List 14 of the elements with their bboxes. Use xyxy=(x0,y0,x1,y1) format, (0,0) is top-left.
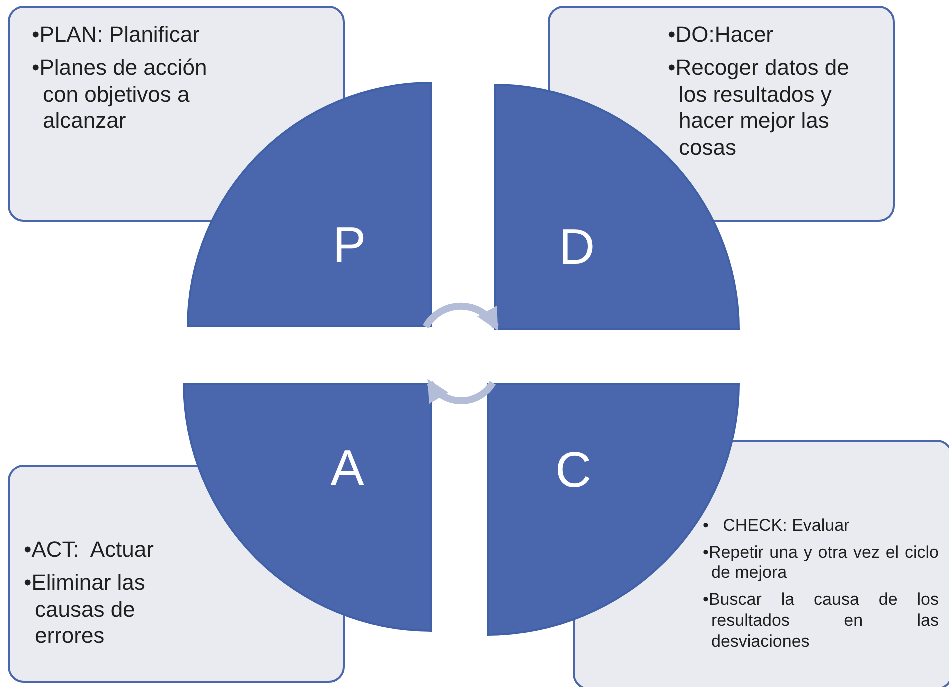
bullet-text: •Eliminar las causas de errores xyxy=(24,570,146,650)
curved-arrow xyxy=(423,302,499,331)
phase-heading: •ACT: Actuar xyxy=(24,537,155,564)
bullet-text: •Buscar la causa de los resultados en las desviaciones xyxy=(703,590,939,652)
phase-letter: C xyxy=(555,444,592,494)
phase-heading: • CHECK: Evaluar xyxy=(703,516,851,537)
phase-heading: •DO:Hacer xyxy=(668,22,774,49)
phase-letter: A xyxy=(330,442,364,492)
bullet-text: •Planes de acción con objetivos a alcanzar xyxy=(32,54,208,136)
phase-letter: D xyxy=(558,222,596,272)
phase-heading: •PLAN: Planificar xyxy=(32,22,201,49)
bullet-text: •Recoger datos de los resultados y hacer mejor las cosas xyxy=(668,54,850,162)
phase-letter: P xyxy=(332,220,366,270)
bullet-text: •Repetir una y otra vez el ciclo de mejora xyxy=(703,542,939,584)
